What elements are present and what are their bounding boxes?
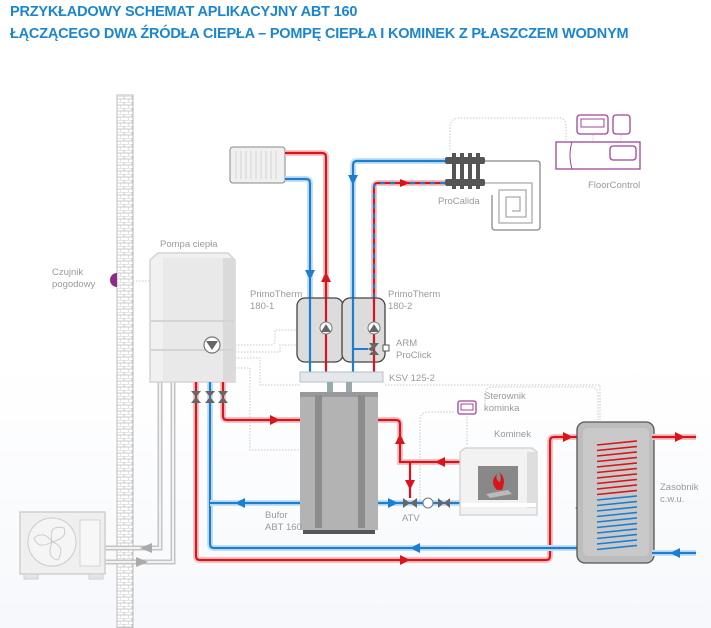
floor-heating-loop (485, 160, 541, 231)
floorcontrol (555, 114, 641, 170)
label-fireplace: Kominek (494, 429, 531, 440)
label-controller-b: kominka (484, 403, 520, 414)
weather-sensor-icon (110, 273, 117, 287)
coil-turn (596, 495, 638, 501)
procalida-manifold (445, 153, 485, 189)
coil-turn (596, 489, 638, 496)
coil-turn (596, 517, 638, 523)
coil-turn (596, 511, 638, 518)
coil-turn (596, 462, 638, 468)
pump-icon (422, 497, 434, 509)
label-arm-a: ARM (396, 338, 417, 349)
primotherm-180-2 (341, 297, 390, 372)
coil-turn (596, 533, 638, 540)
ksv-manifold (299, 371, 384, 383)
title-line-1: PRZYKŁADOWY SCHEMAT APLIKACYJNY ABT 160 (10, 4, 358, 20)
label-procalida: ProCalida (438, 196, 480, 207)
coil-turn (596, 445, 638, 452)
coil-turn (596, 522, 638, 529)
buffer-tank-abt-160 (300, 392, 378, 534)
fireplace-kominek (459, 447, 538, 516)
valve-icon (438, 498, 450, 508)
coil-turn (596, 473, 638, 479)
outdoor-unit (19, 511, 106, 580)
label-weather-sensor-2: pogodowy (52, 279, 96, 290)
shutoff-valves (191, 391, 228, 403)
label-controller-a: Sterownik (484, 391, 526, 402)
label-weather-sensor-1: Czujnik (52, 267, 83, 278)
label-heat-pump: Pompa ciepła (160, 239, 218, 250)
label-buffer-b: ABT 160 (265, 522, 302, 533)
thermostat-icon (612, 114, 631, 135)
label-dhw-b: c.w.u. (660, 494, 684, 505)
atv-valve-icon (403, 498, 417, 508)
coil-turn (596, 500, 638, 507)
mixing-valve-icon (368, 343, 379, 355)
heat-pump (149, 252, 236, 383)
wall (116, 94, 134, 628)
label-floorcontrol: FloorControl (588, 180, 640, 191)
coil-turn (596, 544, 638, 551)
thermostat-icon (576, 114, 609, 135)
coil-turn (596, 456, 638, 463)
label-ksv: KSV 125-2 (389, 373, 435, 384)
label-dhw-a: Zasobnik (660, 482, 699, 493)
flame-icon (493, 472, 504, 490)
title-line-2: ŁĄCZĄCEGO DWA ŹRÓDŁA CIEPŁA – POMPĘ CIEP… (10, 26, 629, 42)
coil-turn (596, 467, 638, 474)
label-primotherm-1-a: PrimoTherm (250, 289, 302, 300)
primotherm-180-1 (296, 297, 344, 372)
radiator (229, 146, 286, 184)
dhw-tank-zasobnik (576, 421, 655, 564)
coil-turn (596, 528, 638, 534)
label-primotherm-2-a: PrimoTherm (388, 289, 440, 300)
label-primotherm-2-b: 180-2 (388, 301, 412, 312)
coil-turn (596, 506, 638, 512)
coil-turn (596, 484, 638, 490)
label-buffer-a: Bufor (265, 510, 288, 521)
coil-turn (596, 539, 638, 545)
coil-turn (596, 478, 638, 485)
label-primotherm-1-b: 180-1 (250, 301, 274, 312)
coil-turn (596, 451, 638, 457)
heating-coil (596, 440, 638, 551)
label-atv: ATV (402, 513, 420, 524)
label-arm-b: ProClick (396, 350, 432, 361)
control-wires (133, 117, 622, 500)
coil-turn (596, 440, 638, 446)
